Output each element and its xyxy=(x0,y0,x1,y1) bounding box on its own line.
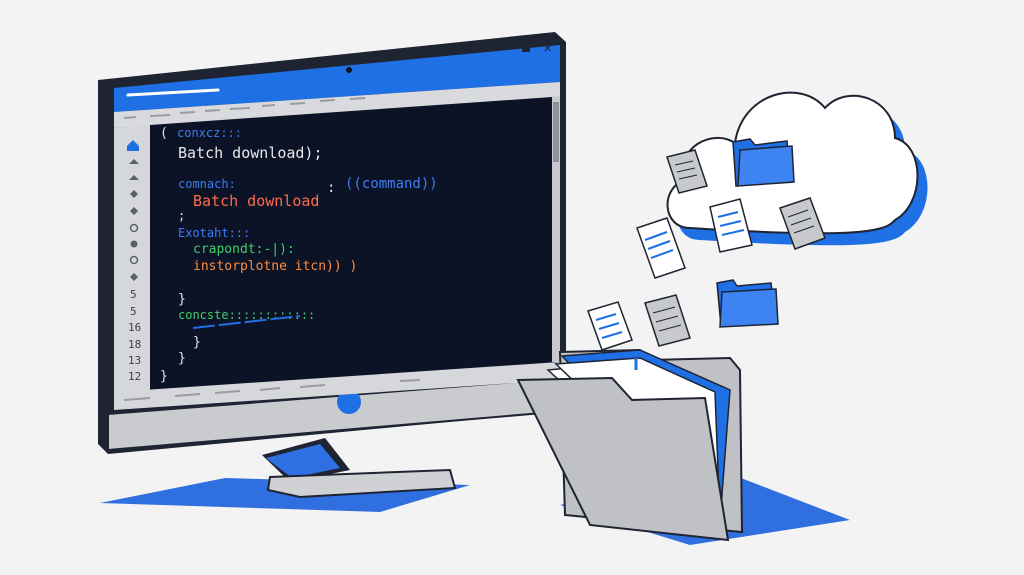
code-token: instorplotne itcn)) ) xyxy=(193,259,357,274)
scrollbar-thumb[interactable] xyxy=(553,102,559,162)
gutter-triangle-icon xyxy=(129,159,139,164)
code-token: } xyxy=(178,351,186,366)
code-token: Batch download xyxy=(193,192,319,210)
code-token: } xyxy=(193,335,201,350)
gutter-circle-icon xyxy=(129,255,139,265)
code-token: Batch download); xyxy=(178,144,323,162)
code-token: : xyxy=(327,180,335,196)
line-number: 12 xyxy=(128,370,141,383)
gutter-circle-icon xyxy=(129,223,139,233)
gutter-diamond-icon xyxy=(130,207,138,215)
editor-area xyxy=(150,97,552,392)
scrollbar[interactable] xyxy=(552,96,560,362)
monitor-stand xyxy=(262,438,457,499)
code-token: ( xyxy=(160,126,168,141)
document-icon xyxy=(666,149,708,194)
code-token: ((command)) xyxy=(345,176,438,192)
line-number: 18 xyxy=(128,338,141,351)
window-square-icon[interactable] xyxy=(522,44,530,52)
code-token: crapondt:-|): xyxy=(193,242,295,257)
gutter-diamond-icon xyxy=(130,273,138,281)
toolbar-dashes xyxy=(123,97,366,119)
gutter xyxy=(114,125,150,395)
code-token: } xyxy=(160,369,168,384)
status-dashes xyxy=(123,379,421,401)
camera-dot-icon xyxy=(346,67,352,73)
home-icon[interactable] xyxy=(127,140,139,151)
code-token: concste:::::::::::: xyxy=(178,308,315,322)
document-icon xyxy=(587,301,633,351)
code-token: conxcz::: xyxy=(177,126,242,140)
code-token: comnach: xyxy=(178,177,236,191)
code-token: Exotaht::: xyxy=(178,226,250,240)
code-token: } xyxy=(178,292,186,307)
code-underline xyxy=(192,315,301,329)
folder-icon xyxy=(732,138,795,187)
line-number: 5 xyxy=(130,288,137,301)
code-token: ; xyxy=(178,209,185,223)
line-number: 16 xyxy=(128,321,141,334)
document-icon xyxy=(644,294,691,347)
folder-icon xyxy=(716,279,779,328)
monitor: ✕ xyxy=(98,32,567,454)
document-icon xyxy=(779,197,826,250)
gutter-triangle-icon xyxy=(129,175,139,180)
gutter-circle-icon xyxy=(130,240,138,248)
document-icon xyxy=(636,217,686,279)
title-bar-line xyxy=(126,88,220,97)
open-folder xyxy=(516,348,744,542)
close-icon[interactable]: ✕ xyxy=(543,42,552,55)
title-bar xyxy=(114,45,560,112)
status-bar xyxy=(114,362,560,410)
gutter-diamond-icon xyxy=(130,190,138,198)
code-lines: ( conxcz::: Batch download); comnach: Ba… xyxy=(160,126,438,384)
toolbar xyxy=(114,82,560,128)
power-button-icon[interactable] xyxy=(337,390,361,414)
document-icon xyxy=(709,198,753,253)
line-number: 13 xyxy=(128,354,141,367)
line-number: 5 xyxy=(130,305,137,318)
